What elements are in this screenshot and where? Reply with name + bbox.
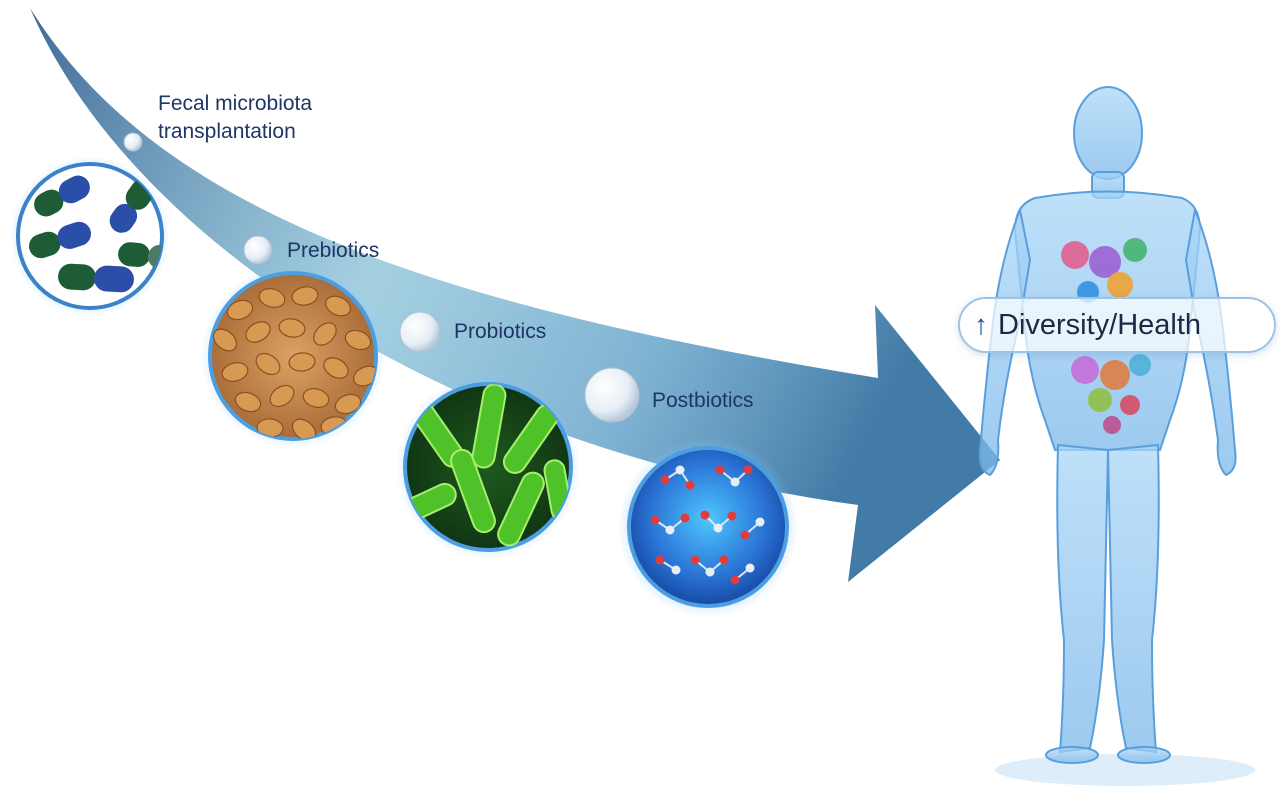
- result-badge: ↑ Diversity/Health: [958, 297, 1276, 353]
- up-arrow-icon: ↑: [974, 309, 988, 340]
- molecule-icon: [618, 437, 798, 617]
- bubble-icon: [399, 311, 441, 353]
- step-label-probiotics: Probiotics: [454, 320, 547, 343]
- flow-arrow: [30, 8, 1000, 582]
- step-label-postbiotics: Postbiotics: [652, 389, 754, 412]
- bubble-icon: [584, 367, 640, 423]
- step-label-prebiotics: Prebiotics: [287, 239, 380, 262]
- human-body-icon: [978, 86, 1255, 786]
- bubble-icon: [123, 132, 143, 152]
- grain-icon: [201, 264, 385, 448]
- bacteria-icon: [396, 375, 580, 559]
- result-text: Diversity/Health: [998, 308, 1202, 341]
- bubble-icon: [243, 235, 273, 265]
- step-label-fecal-microbiota-transplantation: Fecal microbiota transplantation: [158, 92, 313, 143]
- capsule-icon: [10, 156, 170, 316]
